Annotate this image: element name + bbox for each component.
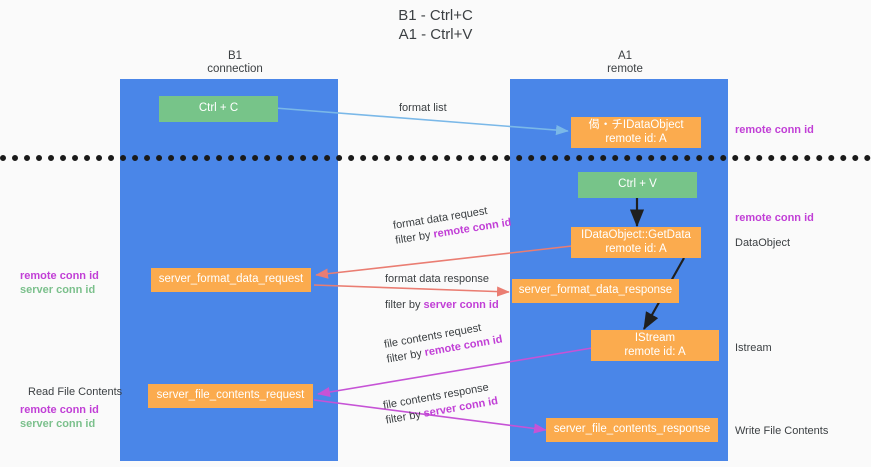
node-idataobject-getdata[interactable]: IDataObject::GetData remote id: A: [571, 227, 701, 258]
annotation-right-write-file-contents: Write File Contents: [735, 424, 828, 438]
node-istream-sublabel: remote id: A: [624, 345, 686, 358]
page-title: B1 - Ctrl+C A1 - Ctrl+V: [0, 6, 871, 44]
column-header-a1-role: remote: [607, 63, 643, 75]
annotation-left-server-conn-id: server conn id: [20, 284, 96, 296]
node-server-file-contents-response-label: server_file_contents_response: [553, 423, 711, 436]
node-ctrl-c-label: Ctrl + C: [198, 102, 239, 115]
title-line-1: B1 - Ctrl+C: [398, 7, 473, 24]
node-server-file-contents-request[interactable]: server_file_contents_request: [148, 384, 313, 408]
column-header-a1-name: A1: [617, 50, 633, 62]
annotation-left-read-file-contents: Read File Contents: [28, 385, 122, 399]
section-divider: [0, 155, 871, 161]
edge-label-format-list-text: format list: [399, 102, 447, 114]
annotation-left-read-file-contents-text: Read File Contents: [28, 386, 123, 398]
column-header-a1: A1 remote: [510, 50, 740, 76]
node-idataobject[interactable]: 偈・チIDataObject remote id: A: [571, 117, 701, 148]
annotation-right-dataobject: DataObject: [735, 236, 790, 250]
node-ctrl-v-label: Ctrl + V: [618, 178, 657, 191]
node-ctrl-v[interactable]: Ctrl + V: [578, 172, 697, 198]
annotation-left-conn-ids: remote conn id server conn id: [20, 269, 99, 297]
annotation-right-istream: Istream: [735, 341, 772, 355]
arrow-format-list: [274, 107, 569, 136]
column-header-b1-name: B1: [227, 50, 243, 62]
column-header-b1: B1 connection: [120, 50, 350, 76]
edge-label-format-data-response-filter-prefix: filter by: [385, 299, 424, 311]
node-idataobject-sublabel: remote id: A: [605, 132, 667, 145]
node-server-file-contents-response[interactable]: server_file_contents_response: [546, 418, 718, 442]
edge-label-format-data-response-filter-key: server conn id: [423, 299, 499, 311]
annotation-left-remote-conn-id: remote conn id: [20, 270, 99, 282]
annotation-right-remote-conn-id-top-text: remote conn id: [735, 124, 814, 136]
annotation-right-dataobject-text: DataObject: [735, 237, 791, 249]
node-istream[interactable]: IStream remote id: A: [591, 330, 719, 361]
annotation-left-server-conn-id-2: server conn id: [20, 418, 96, 430]
arrow-file-contents-response: [313, 399, 547, 434]
node-server-format-data-request[interactable]: server_format_data_request: [151, 268, 311, 292]
node-server-format-data-response[interactable]: server_format_data_response: [512, 279, 679, 303]
annotation-right-remote-conn-id-mid: remote conn id: [735, 211, 814, 225]
edge-label-format-list: format list: [399, 101, 447, 116]
arrow-format-data-request: [315, 245, 573, 279]
node-server-format-data-request-label: server_format_data_request: [158, 273, 304, 286]
node-idataobject-label: 偈・チIDataObject: [588, 119, 684, 131]
node-idataobject-getdata-label: IDataObject::GetData: [581, 229, 691, 241]
arrow-file-contents-request: [317, 347, 593, 398]
annotation-right-istream-text: Istream: [735, 342, 772, 354]
node-istream-label: IStream: [634, 332, 676, 344]
node-idataobject-getdata-sublabel: remote id: A: [605, 242, 667, 255]
column-header-b1-role: connection: [207, 63, 263, 75]
title-line-2: A1 - Ctrl+V: [398, 26, 473, 43]
node-ctrl-c[interactable]: Ctrl + C: [159, 96, 278, 122]
annotation-right-write-file-contents-text: Write File Contents: [735, 425, 829, 437]
annotation-left-conn-ids-2: remote conn id server conn id: [20, 403, 99, 431]
annotation-right-remote-conn-id-mid-text: remote conn id: [735, 212, 814, 224]
node-server-file-contents-request-label: server_file_contents_request: [156, 389, 305, 402]
annotation-left-remote-conn-id-2: remote conn id: [20, 404, 99, 416]
edge-label-format-data-response-text: format data response: [385, 273, 489, 285]
arrow-format-data-response: [313, 284, 510, 297]
annotation-right-remote-conn-id-top: remote conn id: [735, 123, 814, 137]
node-server-format-data-response-label: server_format_data_response: [518, 284, 673, 297]
edge-label-format-data-response: format data response filter by server co…: [385, 272, 499, 313]
